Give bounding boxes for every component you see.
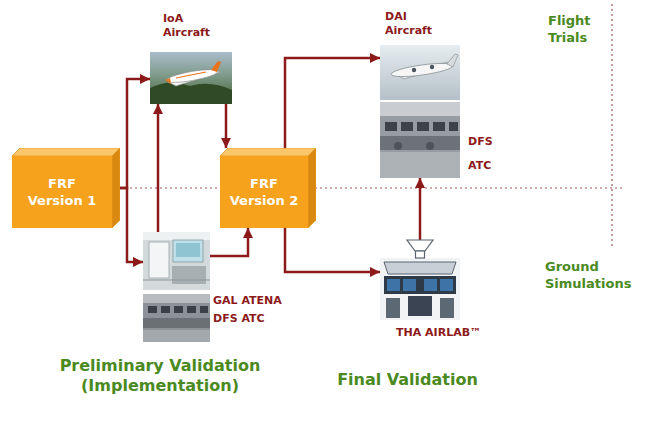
frf-box: FRF Version 2 — [220, 148, 316, 228]
funnel-symbol — [407, 240, 433, 251]
divider-line — [611, 4, 612, 248]
picture-label: THA AIRLAB™ — [396, 326, 511, 340]
divider-line — [120, 187, 622, 188]
picture-frame: DFS ATC — [380, 102, 460, 178]
section-label: Preliminary Validation (Implementation) — [40, 356, 280, 396]
section-label: Ground Simulations — [545, 258, 640, 292]
atc-room-photo — [380, 102, 460, 178]
picture-label: DAI Aircraft — [385, 10, 445, 38]
section-label: Final Validation — [330, 370, 485, 390]
picture-frame: IoA Aircraft — [150, 52, 232, 104]
box-face: FRF Version 2 — [220, 156, 308, 228]
picture-label: IoA Aircraft — [163, 12, 223, 40]
flow-arrow — [210, 228, 248, 256]
picture-frame: THA AIRLAB™ — [380, 258, 460, 320]
flow-arrow — [157, 104, 160, 232]
picture-label: DFS ATC — [468, 130, 508, 178]
box-title: FRF Version 2 — [226, 175, 302, 209]
box-title: FRF Version 1 — [24, 175, 100, 209]
picture-frame: DFS ATC — [143, 294, 210, 342]
flow-arrow — [120, 188, 143, 262]
picture-frame: DAI Aircraft — [380, 45, 460, 100]
aircraft-photo — [380, 45, 460, 100]
frf-box: FRF Version 1 — [12, 148, 120, 228]
simulator-photo — [143, 232, 210, 290]
flow-arrow — [120, 79, 150, 188]
aircraft-photo — [150, 52, 232, 104]
funnel-symbol — [416, 251, 425, 258]
flow-arrow — [225, 104, 228, 148]
atc-room-photo — [143, 294, 210, 342]
flow-arrow — [285, 228, 380, 272]
section-label: Flight Trials — [548, 12, 618, 46]
picture-frame: GAL ATENA — [143, 232, 210, 290]
cockpit-picture — [380, 258, 460, 320]
picture-label: DFS ATC — [213, 312, 308, 326]
flow-arrow — [285, 58, 380, 148]
picture-label: GAL ATENA — [213, 294, 308, 308]
box-face: FRF Version 1 — [12, 156, 112, 228]
